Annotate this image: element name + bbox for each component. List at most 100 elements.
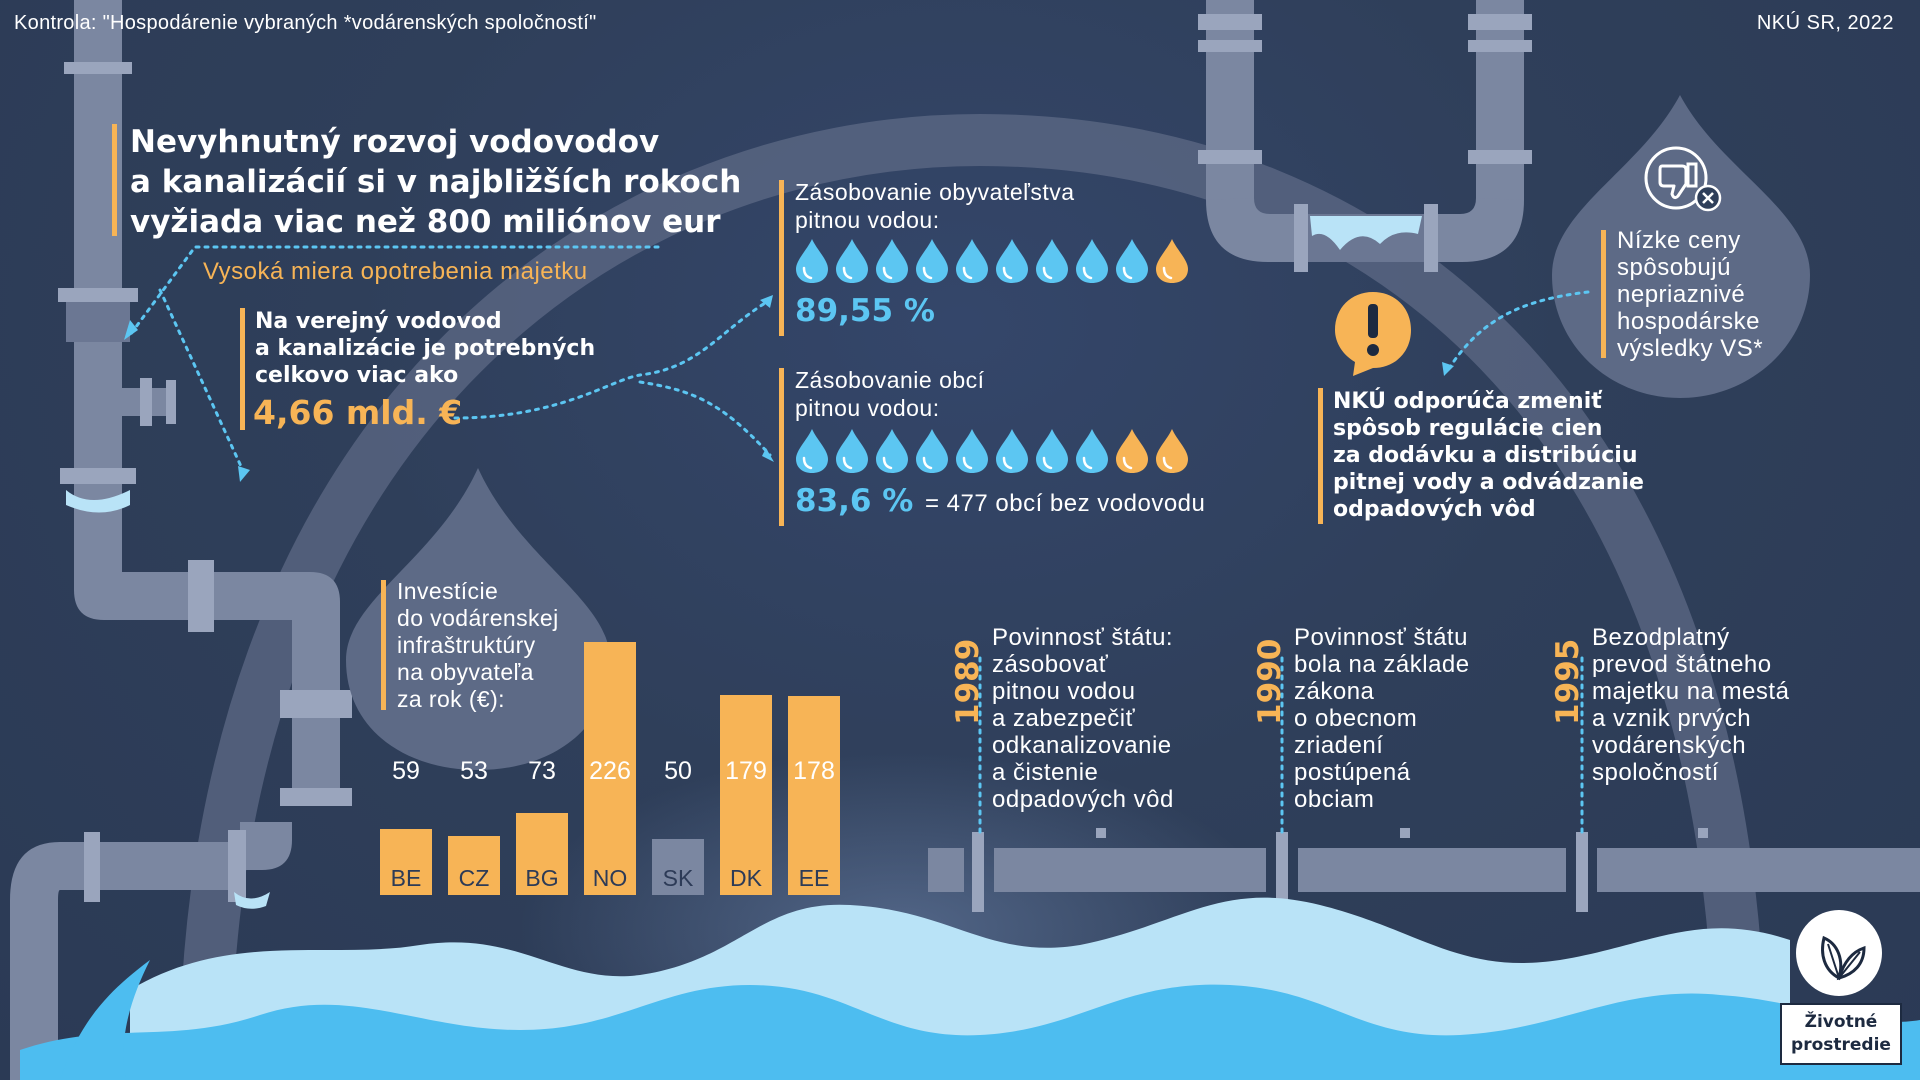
municipality-drops — [795, 428, 1189, 474]
water-drop-icon — [796, 239, 828, 283]
timeline-pipe — [928, 828, 1920, 912]
source-label: NKÚ SR, 2022 — [1756, 12, 1894, 34]
need-line: celkovo viac ako — [255, 363, 459, 388]
water-drop-icon — [1116, 239, 1148, 283]
municipality-accent-bar — [779, 368, 784, 526]
water-drop-icon — [836, 239, 868, 283]
timeline-line: Povinnosť štátu: — [992, 624, 1174, 651]
municipality-percent: 83,6 % — [795, 483, 914, 519]
timeline-line: a vznik prvých — [1592, 705, 1752, 732]
need-amount: 4,66 mld. € — [253, 393, 463, 432]
water-drop-icon — [1076, 239, 1108, 283]
headline-line: a kanalizácií si v najbližších rokoch — [130, 164, 742, 200]
label-line: na obyvateľa — [397, 659, 534, 685]
water-drop-icon — [1156, 239, 1188, 283]
water-drop-icon — [836, 429, 868, 473]
investment-drop — [346, 468, 610, 770]
timeline-year-1989: 1989 — [950, 638, 986, 725]
thumbs-down-icon — [1644, 146, 1722, 212]
timeline-line: odkanalizovanie — [992, 732, 1172, 759]
timeline-line: pitnou vodou — [992, 678, 1136, 705]
low-price-line: spôsobujú — [1617, 254, 1731, 281]
low-price-accent-bar — [1601, 230, 1606, 358]
label-line: Zásobovanie obyvateľstva — [795, 179, 1075, 205]
recommendation-line: odpadových vôd — [1333, 497, 1536, 522]
recommendation-line: NKÚ odporúča zmeniť — [1333, 389, 1602, 414]
logo-line: prostredie — [1791, 1035, 1891, 1055]
need-line: a kanalizácie je potrebných — [255, 336, 596, 361]
water-drop-icon — [1156, 429, 1188, 473]
headline-line: Nevyhnutný rozvoj vodovodov — [130, 124, 660, 160]
low-price-line: hospodárske — [1617, 308, 1760, 335]
timeline-line: Povinnosť štátu — [1294, 624, 1468, 651]
timeline-line: bola na základe — [1294, 651, 1470, 678]
timeline-line: zásobovať — [992, 651, 1109, 678]
logo-label: Životné prostredie — [1780, 1003, 1902, 1065]
low-price-line: nepriaznivé — [1617, 281, 1746, 308]
audit-title: Kontrola: "Hospodárenie vybraných *vodár… — [14, 12, 597, 34]
timeline-text-1990: Povinnosť štátu bola na základe zákona o… — [1294, 624, 1470, 813]
population-supply-label: Zásobovanie obyvateľstva pitnou vodou: — [795, 178, 1075, 234]
headline: Nevyhnutný rozvoj vodovodov a kanalizáci… — [130, 122, 741, 242]
recommendation-line: spôsob regulácie cien — [1333, 416, 1603, 441]
timeline-line: vodárenských — [1592, 732, 1747, 759]
timeline-line: majetku na mestá — [1592, 678, 1790, 705]
timeline-text-1989: Povinnosť štátu: zásobovať pitnou vodou … — [992, 624, 1174, 813]
water-drop-icon — [876, 429, 908, 473]
label-line: za rok (€): — [397, 686, 505, 712]
label-line: do vodárenskej — [397, 605, 559, 631]
label-line: Investície — [397, 578, 499, 604]
logo-line: Životné — [1804, 1012, 1878, 1032]
label-line: pitnou vodou: — [795, 395, 940, 421]
timeline-line: zákona — [1294, 678, 1375, 705]
low-price-line: Nízke ceny — [1617, 227, 1741, 254]
investment-accent-bar — [381, 580, 386, 710]
water-drop-icon — [1076, 429, 1108, 473]
population-percent: 89,55 % — [795, 293, 935, 329]
water-front — [20, 984, 1920, 1080]
water-drop-icon — [916, 429, 948, 473]
recommendation-line: za dodávku a distribúciu — [1333, 443, 1638, 468]
wear-label: Vysoká miera opotrebenia majetku — [203, 258, 588, 285]
low-price-line: výsledky VS* — [1617, 335, 1764, 362]
leaf-icon — [1796, 910, 1882, 996]
recommendation-accent-bar — [1318, 388, 1323, 524]
population-drops — [795, 238, 1189, 284]
municipality-supply-label: Zásobovanie obcí pitnou vodou: — [795, 366, 985, 422]
exclamation-icon — [1335, 292, 1411, 376]
water-drop-icon — [796, 429, 828, 473]
need-description: Na verejný vodovod a kanalizácie je potr… — [255, 308, 595, 389]
timeline-line: a zabezpečiť — [992, 705, 1136, 732]
timeline-line: prevod štátneho — [1592, 651, 1772, 678]
label-line: infraštruktúry — [397, 632, 536, 658]
headline-line: vyžiada viac než 800 miliónov eur — [130, 204, 721, 240]
timeline-text-1995: Bezodplatný prevod štátneho majetku na m… — [1592, 624, 1789, 786]
water-drop-icon — [996, 239, 1028, 283]
recommendation-line: pitnej vody a odvádzanie — [1333, 470, 1644, 495]
timeline-year-1995: 1995 — [1550, 638, 1586, 725]
need-accent-bar — [240, 308, 245, 430]
timeline-line: spoločností — [1592, 759, 1719, 786]
timeline-line: o obecnom — [1294, 705, 1418, 732]
arch-pipe — [179, 113, 1766, 1080]
recommendation-text: NKÚ odporúča zmeniť spôsob regulácie cie… — [1333, 388, 1644, 523]
water-drop-icon — [876, 239, 908, 283]
timeline-year-1990: 1990 — [1252, 638, 1288, 725]
timeline-line: Bezodplatný — [1592, 624, 1730, 651]
low-price-drop — [1552, 95, 1810, 398]
water-drop-icon — [1116, 429, 1148, 473]
population-accent-bar — [779, 180, 784, 336]
low-price-text: Nízke ceny spôsobujú nepriaznivé hospodá… — [1617, 227, 1763, 362]
investment-label: Investície do vodárenskej infraštruktúry… — [397, 578, 559, 713]
need-line: Na verejný vodovod — [255, 309, 502, 334]
water-drop-icon — [996, 429, 1028, 473]
timeline-line: odpadových vôd — [992, 786, 1174, 813]
water-drop-icon — [956, 429, 988, 473]
label-line: pitnou vodou: — [795, 207, 940, 233]
timeline-line: postúpená — [1294, 759, 1411, 786]
municipality-note: = 477 obcí bez vodovodu — [925, 490, 1206, 517]
water-drop-icon — [1036, 239, 1068, 283]
headline-accent-bar — [112, 124, 117, 236]
timeline-line: zriadení — [1294, 732, 1384, 759]
